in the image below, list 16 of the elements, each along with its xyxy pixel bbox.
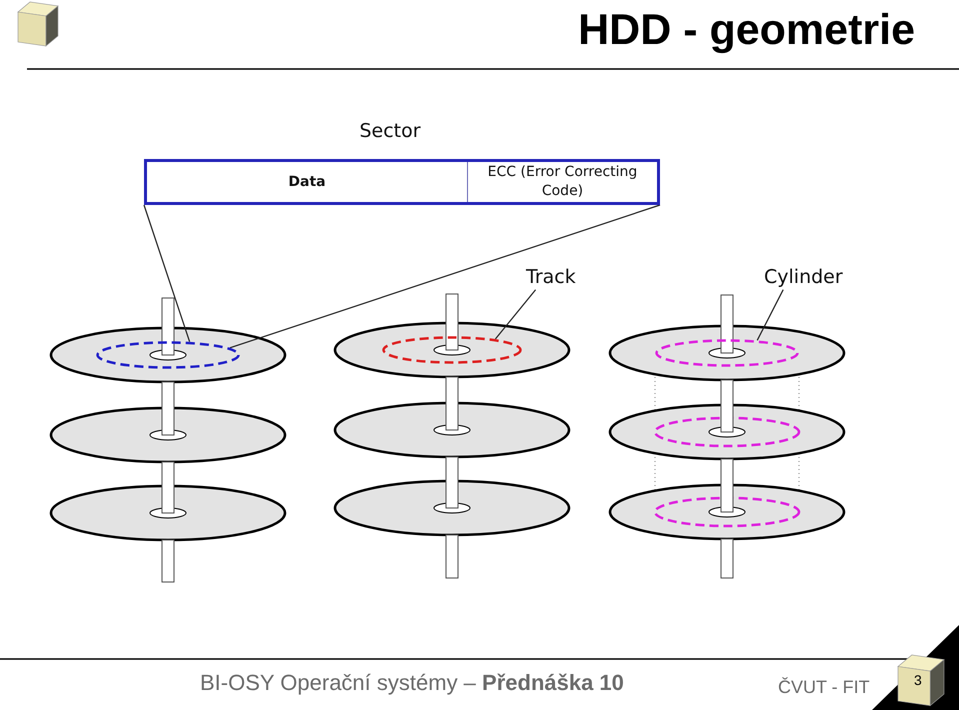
- data-field: Data: [288, 172, 326, 192]
- cylinder-label: Cylinder: [764, 265, 843, 290]
- track-label: Track: [526, 265, 576, 290]
- page-number: 3: [914, 672, 922, 688]
- leader-line: [756, 289, 784, 341]
- track-ellipse: [382, 336, 522, 364]
- footer-institution: ČVUT - FIT: [778, 677, 870, 698]
- slide-title: HDD - geometrie: [578, 6, 915, 55]
- ecc-field: ECC (Error Correcting Code): [478, 163, 648, 201]
- leader-line: [494, 289, 536, 340]
- footer-title: BI-OSY Operační systémy – Přednáška 10: [200, 670, 624, 696]
- leader-line: [230, 204, 660, 348]
- track-ellipse: [96, 341, 240, 369]
- cylinder-track-ellipse: [655, 339, 799, 367]
- sector-heading: Sector: [358, 120, 422, 142]
- leader-line: [143, 204, 190, 342]
